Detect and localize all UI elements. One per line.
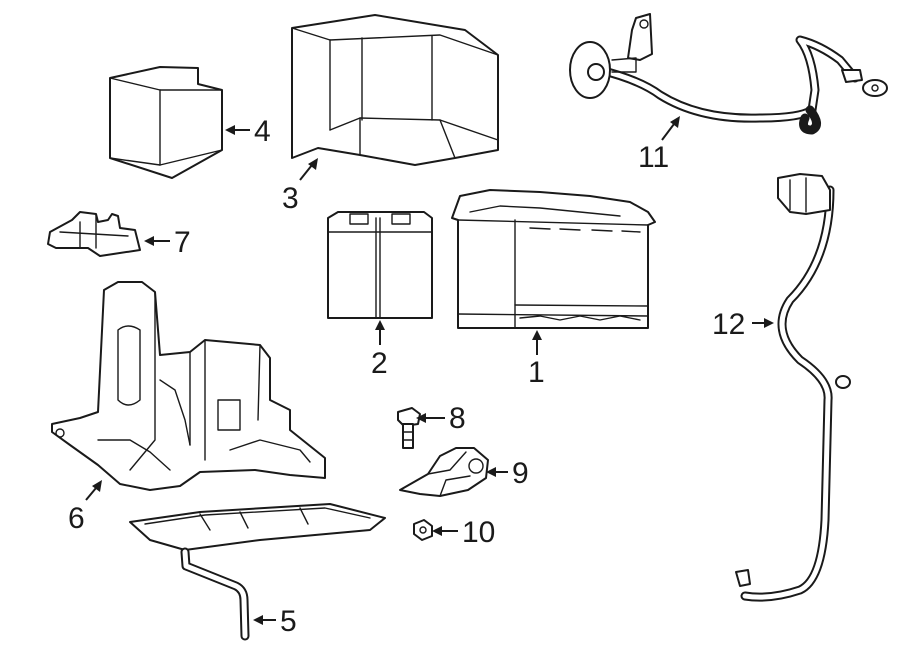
- callout-11: 11: [638, 141, 669, 174]
- callout-6: 6: [68, 502, 85, 535]
- callout-12: 12: [712, 308, 745, 341]
- arrow-11: [670, 116, 680, 128]
- leader-lines: [85, 116, 774, 625]
- callout-8: 8: [449, 402, 466, 435]
- arrow-2: [375, 320, 385, 330]
- arrow-12: [764, 318, 774, 328]
- part-3-insulator: [291, 14, 499, 166]
- callout-7: 7: [174, 226, 191, 259]
- part-10-nut: [413, 519, 433, 541]
- leader-11: [661, 123, 675, 141]
- part-7-clip: [47, 211, 141, 257]
- arrow-3: [308, 158, 318, 170]
- part-6-bracket: [51, 281, 326, 491]
- callout-9: 9: [512, 457, 529, 490]
- part-11-cable: [569, 13, 888, 135]
- callout-3: 3: [282, 182, 299, 215]
- callout-labels: 4 3 7 2 1 8 9 10 6 5 11 12: [68, 115, 745, 638]
- leader-3: [299, 164, 313, 181]
- callout-4: 4: [254, 115, 271, 148]
- arrow-5: [253, 615, 263, 625]
- arrow-10: [432, 526, 442, 536]
- part-5-tray: [129, 503, 386, 641]
- part-8-bolt: [397, 407, 421, 449]
- leader-6: [85, 487, 97, 501]
- part-1-battery: [451, 189, 656, 329]
- arrow-1: [532, 330, 542, 340]
- callout-2: 2: [371, 347, 388, 380]
- part-9-clamp: [399, 447, 489, 497]
- part-2-battery: [327, 211, 433, 319]
- arrow-4: [225, 125, 235, 135]
- arrow-7: [144, 236, 154, 246]
- part-12-cable: [735, 173, 851, 602]
- arrow-9: [486, 467, 496, 477]
- part-4-cover: [109, 66, 223, 179]
- callout-10: 10: [462, 516, 495, 549]
- callout-5: 5: [280, 605, 297, 638]
- callout-1: 1: [528, 356, 545, 389]
- arrow-8: [416, 413, 426, 423]
- arrow-6: [92, 480, 102, 492]
